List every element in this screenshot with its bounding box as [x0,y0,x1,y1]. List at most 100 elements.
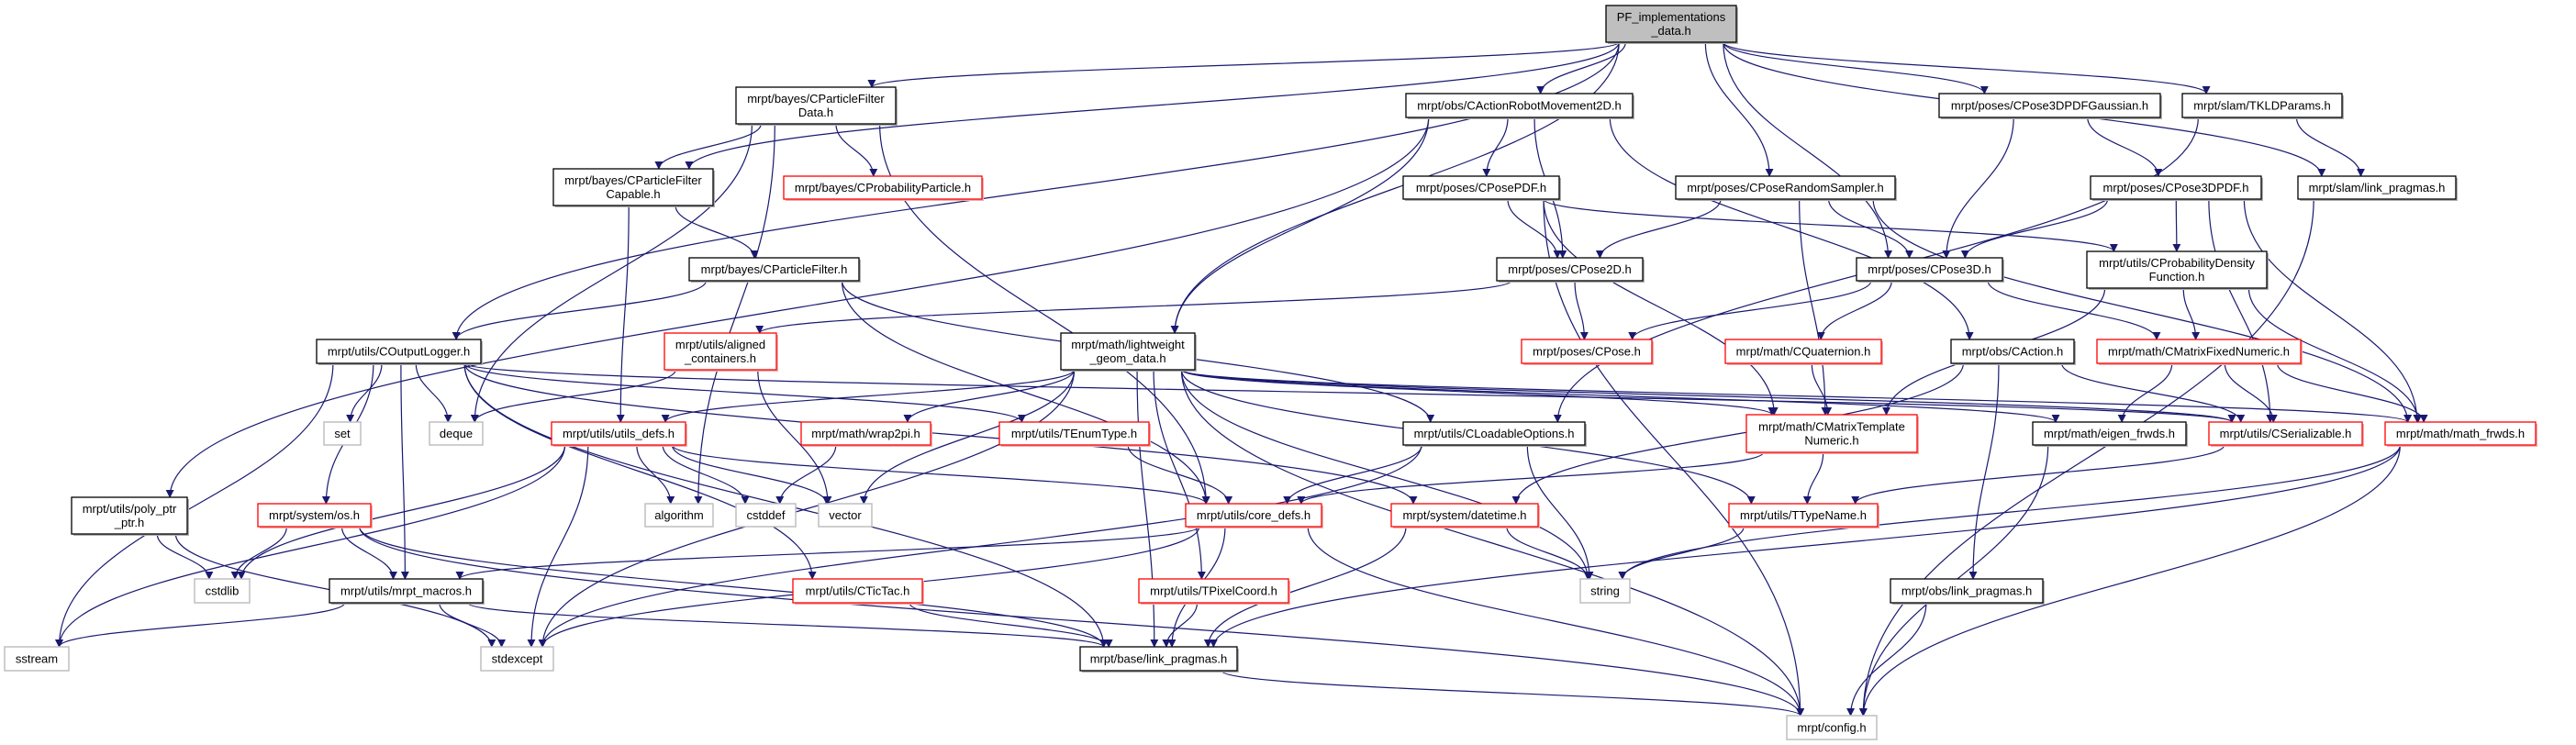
node-algorithm[interactable]: algorithm [644,503,714,528]
node-box [1402,175,1560,200]
edge-root-to-pfcap [685,41,1620,170]
node-quat[interactable]: mrpt/math/CQuaternion.h [1724,339,1883,365]
node-outlog[interactable]: mrpt/utils/COutputLogger.h [316,339,483,365]
node-box [998,421,1150,446]
node-slamlp[interactable]: mrpt/slam/link_pragmas.h [2297,175,2458,201]
node-box [1605,5,1737,43]
node-probpart[interactable]: mrpt/bayes/CProbabilityParticle.h [783,175,984,201]
node-p3dpdf[interactable]: mrpt/poses/CPose3DPDF.h [2090,175,2263,201]
edge-p3dpdf-to-probdens [2172,198,2181,252]
node-box [2090,175,2262,200]
node-box [2181,93,2343,118]
node-pose3d[interactable]: mrpt/poses/CPose3D.h [1856,257,2004,283]
edge-lwgeom-to-vector [859,369,1076,505]
node-aligned[interactable]: mrpt/utils/aligned_containers.h [664,332,778,372]
edge-utilsdefs-to-vector [671,444,831,505]
node-tictac[interactable]: mrpt/utils/CTicTac.h [792,578,924,605]
node-pf[interactable]: mrpt/bayes/CParticleFilter.h [688,257,861,283]
edge-pose3d-to-quat [1816,280,1892,340]
node-obslp[interactable]: mrpt/obs/link_pragmas.h [1890,578,2045,605]
node-label: mrpt/math/CQuaternion.h [1736,345,1871,359]
node-box [818,503,873,528]
node-p3dgauss[interactable]: mrpt/poses/CPose3DPDFGaussian.h [1938,93,2162,119]
edge-pose2d-to-aligned [755,280,1512,334]
node-set[interactable]: set [323,421,362,446]
node-randsamp[interactable]: mrpt/poses/CPoseRandomSampler.h [1675,175,1897,201]
edge-root-to-lwgeom [1170,41,1620,334]
node-box [1521,339,1653,364]
edge-lwgeom-to-string [1180,369,1592,580]
edge-outlog-to-deque [415,362,452,423]
node-mathfw[interactable]: mrpt/math/math_frwds.h [2384,421,2537,447]
node-eigen[interactable]: mrpt/math/eigen_frwds.h [2032,421,2188,447]
edge-pfdata-to-algorithm [694,123,775,505]
node-label: vector [829,508,862,522]
node-caction[interactable]: mrpt/obs/CAction.h [1950,339,2076,365]
node-ttype[interactable]: mrpt/utils/TTypeName.h [1728,503,1879,528]
edge-p3dgauss-to-pose3d [1942,117,2014,259]
edge-pose3d-to-pose [1628,280,1872,340]
node-label: mrpt/config.h [1797,721,1866,735]
edge-pfdata-to-probpart [835,123,878,177]
edge-caction-to-serial [2061,362,2246,423]
node-pose[interactable]: mrpt/poses/CPose.h [1521,339,1654,365]
node-label: cstddef [747,508,786,522]
node-loadopt[interactable]: mrpt/utils/CLoadableOptions.h [1402,421,1587,447]
node-serial[interactable]: mrpt/utils/CSerializable.h [2208,421,2364,447]
node-cstdlib[interactable]: cstdlib [194,578,251,604]
edge-pfdata-to-pfcap [654,123,762,170]
edge-caction-to-obslp [1968,362,2000,580]
edge-probdens-to-mathfw [2247,287,2423,423]
edge-tenum-to-coredefs [1127,444,1233,505]
edge-lwgeom-to-stdexcept [538,369,1076,648]
node-matfixed[interactable]: mrpt/math/CMatrixFixedNumeric.h [2096,339,2303,365]
node-sstream[interactable]: sstream [4,646,70,672]
edge-mattpl-to-coredefs [1297,451,1765,505]
node-stdexcept[interactable]: stdexcept [480,646,554,672]
node-box [800,421,931,446]
node-config[interactable]: mrpt/config.h [1786,715,1878,740]
node-arm2d[interactable]: mrpt/obs/CActionRobotMovement2D.h [1405,93,1634,119]
node-box [2086,250,2268,289]
node-deque[interactable]: deque [429,421,484,446]
node-os[interactable]: mrpt/system/os.h [257,503,373,528]
edge-outlog-to-macros [400,362,409,580]
node-box [1402,421,1586,446]
edge-p3dpdf-to-serial [2208,198,2275,423]
node-cstddef[interactable]: cstddef [735,503,797,528]
node-label: mrpt/base/link_pragmas.h [1090,652,1228,666]
edge-loadopt-to-stdexcept [538,444,1422,648]
node-utilsdefs[interactable]: mrpt/utils/utils_defs.h [551,421,687,447]
node-box [1675,175,1896,200]
node-datetime[interactable]: mrpt/system/datetime.h [1390,503,1540,528]
edge-loadopt-to-coredefs [1283,444,1422,505]
edge-p3dgauss-to-p3dpdf [2087,117,2163,177]
node-label: mrpt/poses/CPose.h [1533,345,1641,359]
node-wrap2pi[interactable]: mrpt/math/wrap2pi.h [800,421,932,447]
node-lwgeom[interactable]: mrpt/math/lightweight_geom_data.h [1060,332,1197,372]
node-posepdf[interactable]: mrpt/poses/CPosePDF.h [1402,175,1561,201]
node-pixel[interactable]: mrpt/utils/TPixelCoord.h [1138,578,1290,605]
node-baselp[interactable]: mrpt/base/link_pragmas.h [1079,646,1239,673]
node-coredefs[interactable]: mrpt/utils/core_defs.h [1185,503,1323,528]
node-tenum[interactable]: mrpt/utils/TEnumType.h [998,421,1151,447]
node-macros[interactable]: mrpt/utils/mrpt_macros.h [329,578,485,605]
node-label: mrpt/utils/CTicTac.h [806,584,910,598]
node-tkld[interactable]: mrpt/slam/TKLDParams.h [2181,93,2344,119]
edge-posepdf-to-probdens [1543,198,2118,252]
edge-caction-to-datetime [1511,362,1964,505]
node-poly[interactable]: mrpt/utils/poly_ptr_ptr.h [71,496,189,536]
edge-outlog-to-tenum [463,362,1026,423]
edge-utilsdefs-to-cstdlib [237,444,566,580]
node-root[interactable]: PF_implementations_data.h [1605,5,1738,44]
node-string[interactable]: string [1579,578,1631,604]
node-box [551,421,686,446]
edge-slamlp-to-config [1858,198,2314,717]
node-pose2d[interactable]: mrpt/poses/CPose2D.h [1496,257,1645,283]
node-vector[interactable]: vector [818,503,873,528]
node-label: mrpt/bayes/CParticleFilter [747,92,885,106]
